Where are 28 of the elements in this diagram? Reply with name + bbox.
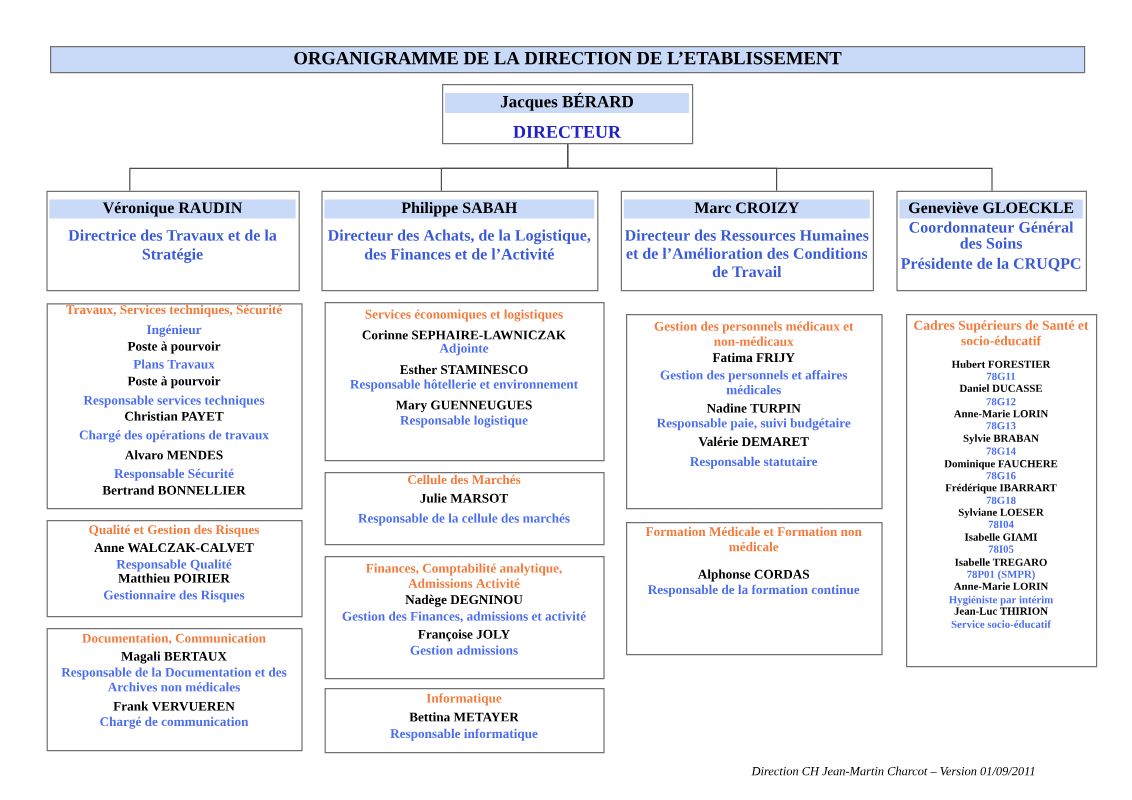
department-box [626, 522, 883, 656]
department-box [324, 302, 605, 462]
position-box [442, 84, 694, 145]
position-box [46, 190, 300, 292]
name-band: Philippe SABAH [324, 199, 595, 219]
position-box [896, 190, 1087, 292]
job-title: DIRECTEUR [513, 125, 622, 138]
department-box [46, 628, 303, 752]
department-box [324, 556, 605, 680]
position-box [620, 190, 874, 292]
name-band: Jacques BÉRARD [445, 92, 689, 113]
job-title: Directrice des Travaux et de la Stratégie [68, 229, 277, 263]
connector-line [567, 143, 993, 192]
position-box [321, 190, 599, 292]
job-title: Directeur des Achats, de la Logistique, des Finances et de l’Activité [327, 229, 591, 260]
job-title: Présidente de la CRUQPC [900, 257, 1081, 272]
department-box [46, 303, 303, 510]
department-box [46, 520, 303, 618]
department-box [906, 314, 1098, 668]
title-bar: ORGANIGRAMME DE LA DIRECTION DE L’ETABLISSEMENT [50, 46, 1086, 74]
department-box [324, 472, 605, 546]
name-band: Véronique RAUDIN [49, 199, 296, 219]
department-box [324, 688, 605, 754]
job-title: Directeur des Ressources Humaines et de l’Amélioration des Conditions de Travail [624, 229, 869, 278]
job-title: Coordonnateur Général des Soins [909, 221, 1074, 249]
department-box [626, 314, 883, 510]
name-band: Marc CROIZY [623, 199, 870, 219]
name-band: Geneviève GLOECKLE [899, 199, 1083, 219]
